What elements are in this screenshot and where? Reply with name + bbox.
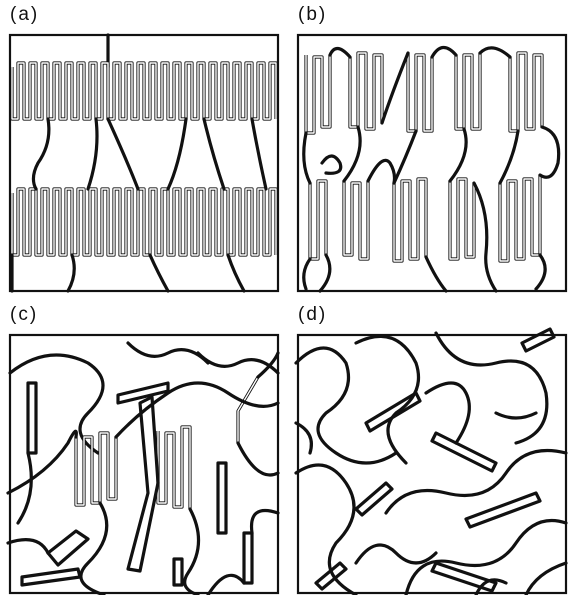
panel-b-diagram [296, 33, 570, 295]
panel-c-label: (c) [10, 305, 38, 324]
panel-d: (d) [296, 305, 570, 595]
panel-c-diagram [8, 333, 282, 595]
panel-b: (b) [296, 5, 570, 295]
panel-a-label: (a) [10, 5, 39, 24]
panel-a-diagram [8, 33, 282, 295]
panel-b-label: (b) [298, 5, 327, 24]
panel-d-label: (d) [298, 305, 327, 324]
panel-d-diagram [296, 333, 570, 595]
panel-a: (a) [8, 5, 282, 295]
panel-c: (c) [8, 305, 282, 595]
